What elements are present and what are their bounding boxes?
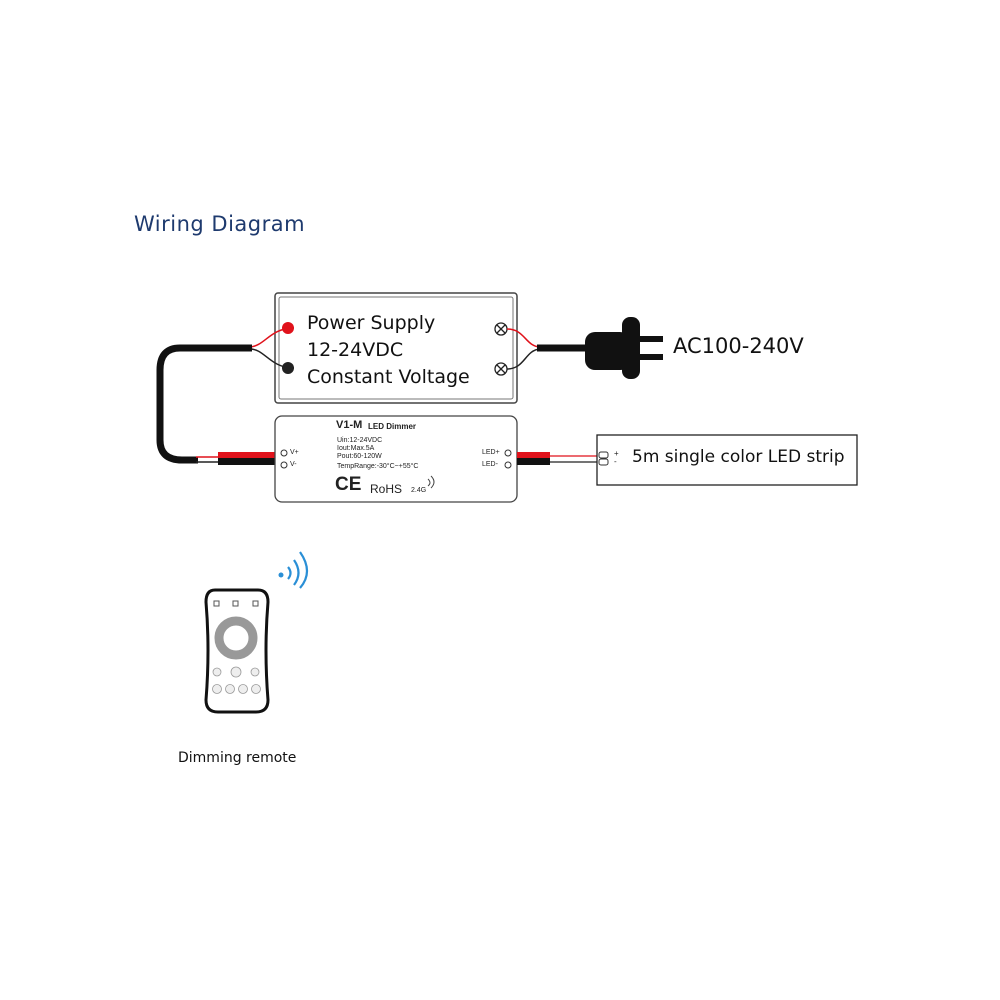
wireless-signal-icon: [278, 551, 309, 589]
strip-minus: -: [614, 457, 617, 466]
frequency-mark: 2.4G: [411, 487, 427, 494]
dimmer-spec: Iout:Max.5A: [337, 445, 375, 452]
dimmer-spec: Uin:12-24VDC: [337, 437, 383, 444]
led-strip-label: 5m single color LED strip: [632, 447, 845, 467]
dimmer-spec: Pout:60-120W: [337, 453, 382, 460]
power-supply-box: [274, 292, 518, 404]
dimmer-model: V1-M: [336, 419, 363, 431]
led-strip-box: [596, 434, 858, 486]
power-supply-type: Constant Voltage: [307, 366, 470, 388]
terminal-v-minus: V-: [290, 461, 297, 468]
remote-caption: Dimming remote: [178, 750, 297, 766]
power-supply-voltage: 12-24VDC: [307, 339, 404, 361]
ce-mark: CE: [335, 474, 362, 495]
strip-plus: +: [614, 449, 619, 458]
terminal-led-minus: LED-: [482, 461, 498, 468]
terminal-led-plus: LED+: [482, 449, 500, 456]
rohs-mark: RoHS: [370, 482, 403, 496]
diagram-title: Wiring Diagram: [134, 212, 306, 236]
ac-terminal-icon: [494, 322, 508, 376]
power-supply-label: Power Supply: [307, 312, 436, 334]
wireless-signal-small-icon: [427, 475, 435, 489]
dimmer-name: LED Dimmer: [368, 422, 417, 431]
ac-plug-icon: [585, 317, 663, 379]
terminal-v-plus: V+: [290, 449, 299, 456]
ac-input-label: AC100-240V: [673, 334, 804, 358]
dimmer-spec: TempRange:-30°C~+55°C: [337, 463, 419, 470]
remote-control-icon: [204, 588, 270, 714]
